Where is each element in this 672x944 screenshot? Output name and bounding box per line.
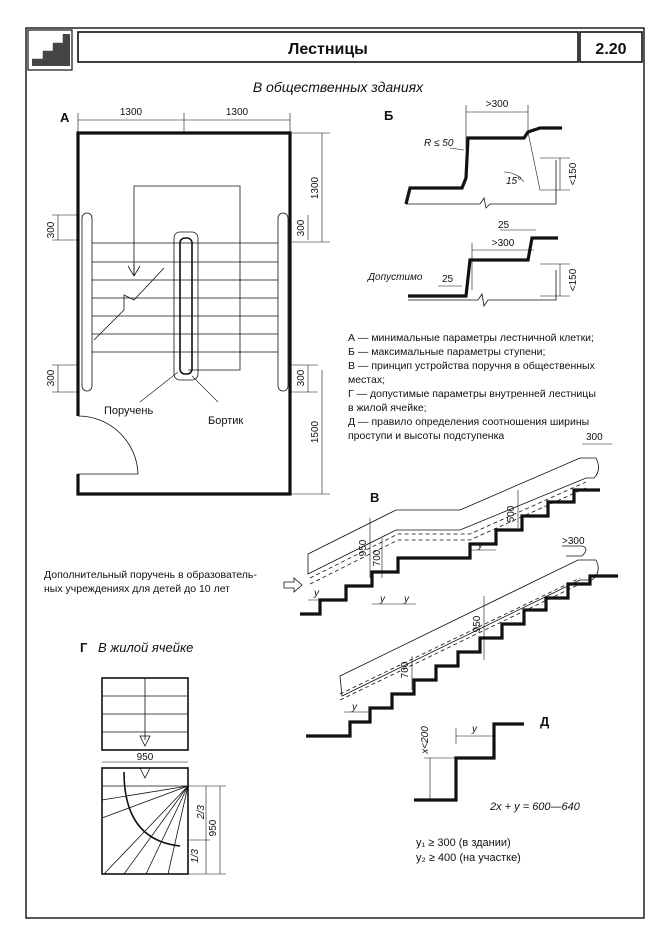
legend-line-5: Г — допустимые параметры внутренней лест… (348, 388, 596, 400)
lower-handrail (339, 559, 599, 697)
angle-label: 15° (506, 176, 521, 187)
stair-treads (92, 242, 278, 353)
dim-700: 700 (372, 549, 383, 566)
additional-handrail-dashed (309, 487, 587, 585)
panel-v: В 300 500 950 700 >300 y y y y 950 7 (44, 432, 618, 738)
page-number: 2.20 (595, 41, 626, 58)
dim-700-b: 700 (400, 661, 411, 678)
stairwell-walls (76, 131, 292, 496)
rule-y1: y₁ ≥ 300 (в здании) (416, 837, 511, 849)
curb-label: Бортик (208, 415, 243, 427)
panel-a-letter: А (60, 110, 70, 125)
legend-line-4: местах; (348, 374, 385, 386)
panel-v-letter: В (370, 490, 379, 505)
title-box (77, 31, 579, 63)
handrail-right-wall (277, 212, 289, 392)
dim-1-3: 1/3 (190, 849, 201, 863)
rule-x-label: x<200 (420, 726, 431, 755)
legend-line-2: Б — максимальные параметры ступени; (348, 346, 545, 358)
winder-flight (101, 767, 189, 875)
rule-formula: 2x + y = 600—640 (489, 801, 581, 813)
dim-1500: 1500 (310, 420, 321, 443)
central-handrail (179, 237, 193, 375)
additional-handrail-note-1: Дополнительный поручень в образователь- (44, 569, 257, 581)
rule-step-profile (414, 722, 524, 802)
radius-label: R ≤ 50 (424, 138, 454, 149)
legend: А — минимальные параметры лестничной кле… (348, 332, 596, 442)
dim-lt150: <150 (568, 162, 579, 185)
y-label-2: y (313, 588, 320, 599)
central-curb (173, 231, 199, 381)
panel-a: А 1300 1300 (46, 107, 330, 496)
additional-handrail-note-2: ных учреждениях для детей до 10 лет (44, 583, 230, 595)
door-swing (77, 415, 139, 475)
stairs-logo-icon (27, 29, 73, 71)
legend-line-3: В — принцип устройства поручня в обществ… (348, 360, 596, 372)
dim-1300-right: 1300 (226, 107, 249, 118)
flight-arrow-icon (139, 735, 151, 747)
page-title: Лестницы (288, 41, 368, 58)
dim-950-h: 950 (137, 752, 154, 763)
dim-300-b: 300 (46, 369, 57, 386)
legend-line-6: в жилой ячейке; (348, 402, 427, 414)
upper-handrail (307, 457, 599, 575)
dim-300-c: 300 (296, 219, 307, 236)
dim-gt300-v: >300 (562, 536, 585, 547)
winder-treads (101, 785, 189, 875)
y-label-4: y (403, 594, 410, 605)
dim-300: 300 (586, 432, 603, 443)
lower-stair-profile (306, 574, 618, 738)
dim-950-b: 950 (472, 615, 483, 632)
legend-line-1: А — минимальные параметры лестничной кле… (348, 332, 594, 344)
panel-g: Г В жилой ячейке 950 950 2/3 1/ (80, 640, 226, 875)
step-profile-allowed (408, 236, 558, 298)
dim-950-v: 950 (208, 819, 219, 836)
panel-b: Б >300 R ≤ 50 15° <150 25 >300 Допустимо… (367, 99, 579, 308)
dim-25-top: 25 (498, 220, 510, 231)
page-number-box (579, 31, 643, 63)
dim-gt300-2: >300 (492, 238, 515, 249)
direction-arrow-icon (127, 264, 141, 277)
handrail-left-wall (81, 212, 93, 392)
panel-b-letter: Б (384, 108, 393, 123)
allowed-label: Допустимо (367, 272, 423, 283)
dim-gt300: >300 (486, 99, 509, 110)
legend-line-8: проступи и высоты подступенка (348, 430, 504, 442)
dim-500: 500 (506, 505, 517, 522)
upper-stair-profile (300, 488, 600, 616)
y-label-5: y (351, 702, 358, 713)
handrail-label: Поручень (104, 405, 153, 417)
dim-25-left: 25 (442, 274, 454, 285)
dim-300-a: 300 (46, 221, 57, 238)
page-frame (25, 27, 645, 919)
dim-950: 950 (358, 539, 369, 556)
dim-1300-left: 1300 (120, 107, 143, 118)
panel-g-title: В жилой ячейке (98, 640, 193, 655)
dim-1300-vert: 1300 (310, 176, 321, 199)
rule-y-label: y (471, 724, 478, 735)
y-label-3: y (379, 594, 386, 605)
dim-300-d: 300 (296, 369, 307, 386)
rule-y2: y₂ ≥ 400 (на участке) (416, 852, 521, 864)
sheet-subtitle: В общественных зданиях (253, 79, 424, 95)
panel-d: Д y x<200 2x + y = 600—640 y₁ ≥ 300 (в з… (414, 714, 581, 864)
winder-arrow-icon (139, 767, 151, 779)
pointer-arrow-icon (283, 577, 303, 593)
panel-d-letter: Д (540, 714, 550, 729)
y-label-1: y (477, 540, 484, 551)
panel-g-letter: Г (80, 640, 88, 655)
dim-2-3: 2/3 (196, 805, 207, 820)
legend-line-7: Д — правило определения соотношения шири… (348, 416, 589, 428)
step-profile-top (404, 126, 562, 205)
dim-lt150-2: <150 (568, 268, 579, 291)
